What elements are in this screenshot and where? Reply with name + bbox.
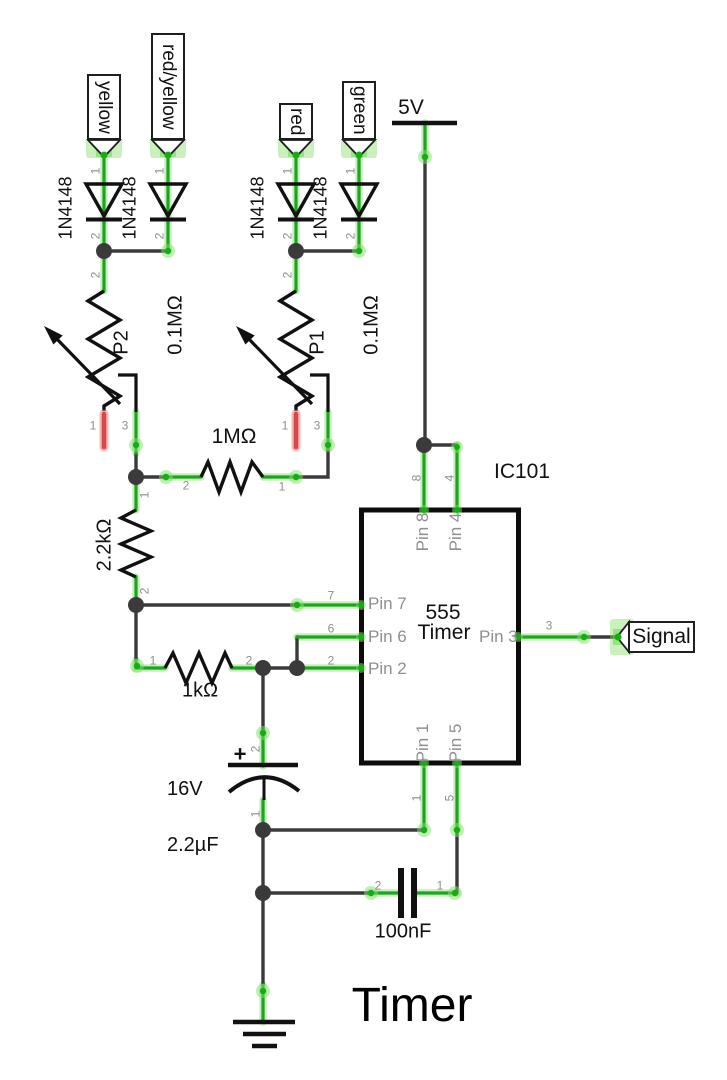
pin-number: 3 — [313, 418, 321, 433]
flag-tip-green — [340, 139, 378, 159]
cap-polarity-plus: + — [233, 741, 247, 767]
net-wires — [102, 121, 587, 1024]
pin-number: 2 — [280, 271, 295, 279]
potentiometer-p1 — [236, 289, 330, 452]
pin-number: 7 — [327, 588, 335, 603]
ground-symbol — [233, 1019, 295, 1049]
pin-number: 1 — [281, 418, 289, 433]
diode-part-label: 1N4148 — [310, 176, 331, 240]
pot-p2-label: P2 0.1MΩ — [78, 295, 221, 354]
diode-part-label: 1N4148 — [55, 176, 76, 240]
pin-number: 2 — [280, 232, 295, 240]
pin-number: 2 — [88, 271, 103, 279]
pin-number: 2 — [343, 232, 358, 240]
diode-d1 — [83, 182, 125, 222]
ic-pin3-label: Pin 3 — [479, 627, 518, 646]
pot-value: 0.1MΩ — [164, 295, 187, 355]
pot-p1-label: P1 0.1MΩ — [274, 295, 417, 354]
pot-ref: P1 — [306, 330, 329, 355]
pin-number: 4 — [442, 474, 457, 482]
resistor-1k-zigzag — [163, 648, 234, 688]
pin-number: 1 — [137, 491, 152, 499]
pin-number: 2 — [248, 745, 263, 753]
pin-number: 1 — [152, 167, 167, 175]
pot-ref: P2 — [110, 330, 133, 355]
net-flag-red-yellow: red/yellow — [151, 33, 185, 140]
pin-number: 1 — [343, 167, 358, 175]
resistor-2k2-zigzag — [116, 508, 156, 579]
pin-number: 2 — [137, 587, 152, 595]
ic-pin8-label: Pin 8 — [413, 512, 433, 552]
pin-number: 2 — [245, 653, 253, 668]
net-flag-yellow: yellow — [87, 74, 121, 140]
ic-designator: IC101 — [494, 460, 551, 483]
diode-d4 — [338, 182, 380, 222]
pin-number: 6 — [327, 621, 335, 636]
ic-pin7-label: Pin 7 — [368, 594, 407, 613]
ic-pin5-label: Pin 5 — [446, 723, 466, 763]
resistor-1m-value: 1MΩ — [211, 424, 257, 448]
resistor-1m-zigzag — [199, 457, 265, 497]
pin-number: 3 — [121, 418, 129, 433]
pin-number: 2 — [152, 232, 167, 240]
pin-number: 1 — [88, 167, 103, 175]
diode-d3 — [275, 182, 317, 222]
cap-value: 2.2µF — [167, 834, 219, 857]
ic-name-line2: Timer — [417, 620, 471, 644]
pin-number: 1 — [149, 653, 157, 668]
resistor-1k-value: 1kΩ — [181, 679, 219, 702]
ic-pin2-label: Pin 2 — [368, 659, 407, 678]
pin-number: 2 — [374, 878, 382, 893]
schematic-title: Timer — [351, 978, 473, 1032]
pin-number: 1 — [409, 794, 424, 802]
net-flag-label: green — [349, 86, 370, 135]
ic-pin6-label: Pin 6 — [368, 627, 407, 646]
ic-pin4-label: Pin 4 — [446, 512, 466, 552]
resistor-2k2-value: 2.2kΩ — [93, 518, 116, 572]
net-flag-label: Signal — [632, 625, 691, 648]
diode-d2 — [147, 182, 189, 222]
flag-tip-red — [277, 139, 315, 159]
pin-number: 1 — [436, 878, 444, 893]
wiper-arrow-head — [236, 326, 255, 345]
net-flag-label: red/yellow — [158, 43, 179, 130]
pin-number: 2 — [88, 232, 103, 240]
pin-number: 1 — [278, 479, 286, 494]
pin-number: 1 — [280, 167, 295, 175]
flag-tip-red-yellow — [149, 139, 187, 159]
net-flag-label: red — [286, 107, 307, 136]
pin-number: 1 — [248, 810, 263, 818]
pin-number: 3 — [545, 618, 553, 633]
flag-tip-yellow — [85, 139, 123, 159]
capacitor-electrolytic — [227, 762, 301, 800]
pin-number: 2 — [327, 653, 335, 668]
net-flag-triangles — [85, 139, 630, 655]
connection-pads — [129, 150, 591, 998]
capacitor-100nf — [398, 868, 417, 918]
junction-dots — [96, 243, 432, 901]
cap-electrolytic-label: 16V 2.2µF — [167, 744, 219, 891]
pin-number: 1 — [89, 418, 97, 433]
diode-part-label: 1N4148 — [119, 176, 140, 240]
net-flag-red: red — [279, 103, 313, 140]
net-flag-label: yellow — [94, 80, 115, 134]
pin-number: 8 — [409, 474, 424, 482]
wiper-arrow-head — [44, 326, 63, 345]
net-flag-signal: Signal — [628, 621, 695, 653]
net-flag-green: green — [342, 81, 376, 140]
diode-part-label: 1N4148 — [247, 176, 268, 240]
power-rail-label: 5V — [398, 95, 424, 119]
cap-100nf-value: 100nF — [374, 920, 432, 943]
ic-name-line1: 555 — [425, 600, 461, 624]
pin-number: 2 — [182, 478, 190, 493]
cap-voltage: 16V — [167, 777, 203, 800]
pot-value: 0.1MΩ — [360, 295, 383, 355]
ic-pin1-label: Pin 1 — [413, 723, 433, 763]
potentiometer-p2 — [44, 289, 138, 452]
pin-number: 5 — [442, 794, 457, 802]
